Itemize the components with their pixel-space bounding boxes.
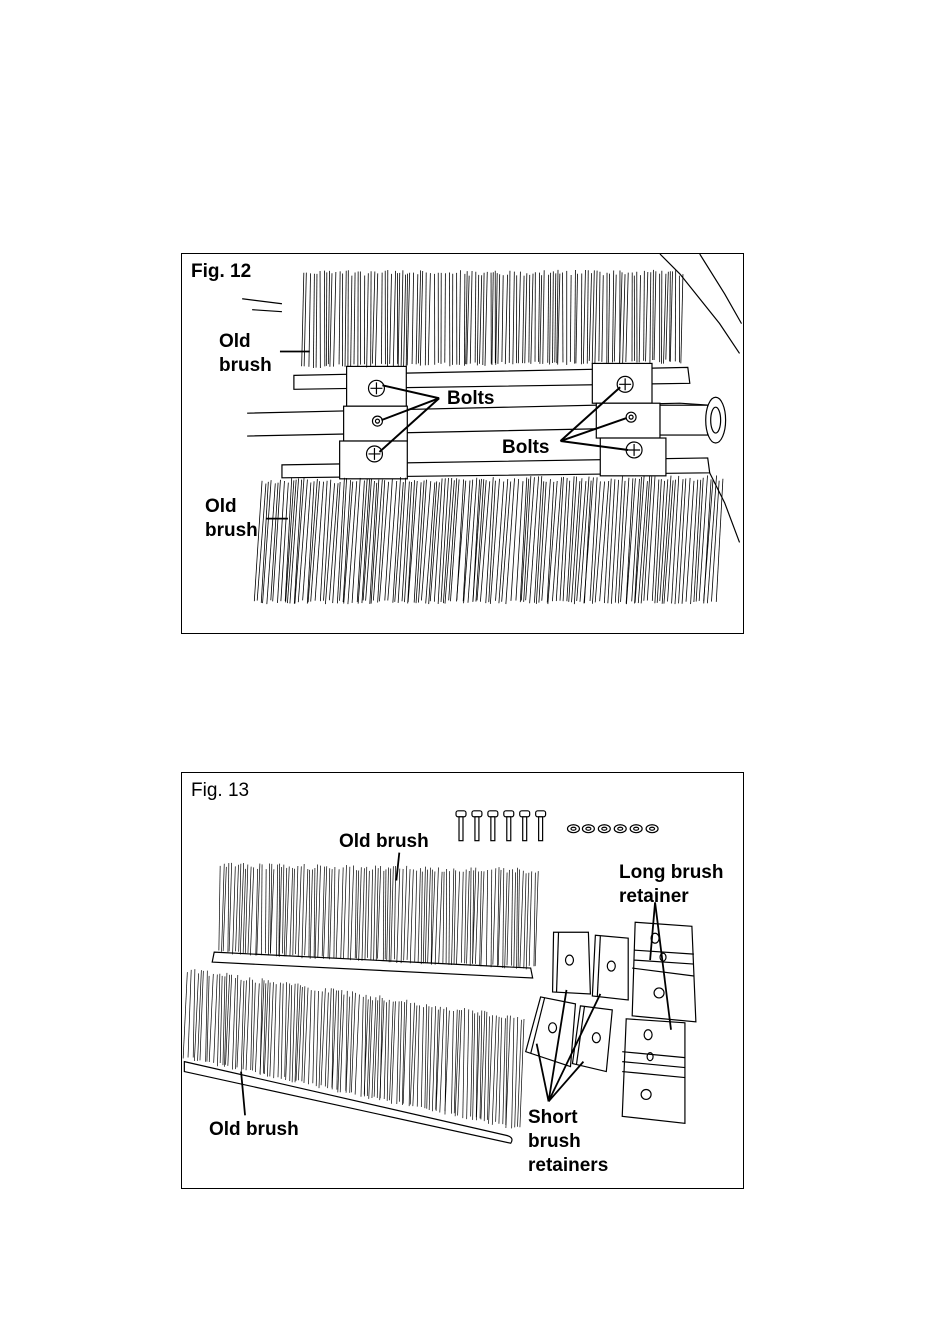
label-bolts-right: Bolts bbox=[502, 436, 550, 460]
label-old-brush-bottom: Old brush bbox=[209, 1118, 299, 1142]
figure-12-title: Fig. 12 bbox=[191, 261, 251, 283]
bolts-row bbox=[456, 811, 546, 841]
figure-12-illustration bbox=[182, 254, 743, 633]
label-old-brush-top: Old brush bbox=[339, 830, 429, 854]
figure-12: Fig. 12 Old brush Bolts Bolts Old brush bbox=[181, 253, 744, 634]
label-long-brush-retainer: Long brush retainer bbox=[619, 861, 723, 909]
short-retainer-2 bbox=[592, 935, 628, 1000]
nuts-row bbox=[567, 825, 658, 833]
left-clamp bbox=[340, 366, 408, 478]
short-retainer-3 bbox=[526, 997, 576, 1067]
figure-13: Fig. 13 Old brush Long brush retainer Sh… bbox=[181, 772, 744, 1189]
short-retainer-1 bbox=[553, 932, 591, 994]
shaft-end bbox=[660, 405, 708, 435]
figure-13-title: Fig. 13 bbox=[191, 780, 249, 802]
label-old-brush-top: Old brush bbox=[219, 330, 272, 378]
long-retainer-lower bbox=[622, 1019, 685, 1123]
label-bolts-left: Bolts bbox=[447, 387, 495, 411]
upper-old-brush-base bbox=[212, 952, 532, 978]
label-short-brush-retainers: Short brush retainers bbox=[528, 1106, 608, 1178]
leader-old-brush-top bbox=[396, 853, 399, 881]
label-old-brush-bottom: Old brush bbox=[205, 495, 258, 543]
